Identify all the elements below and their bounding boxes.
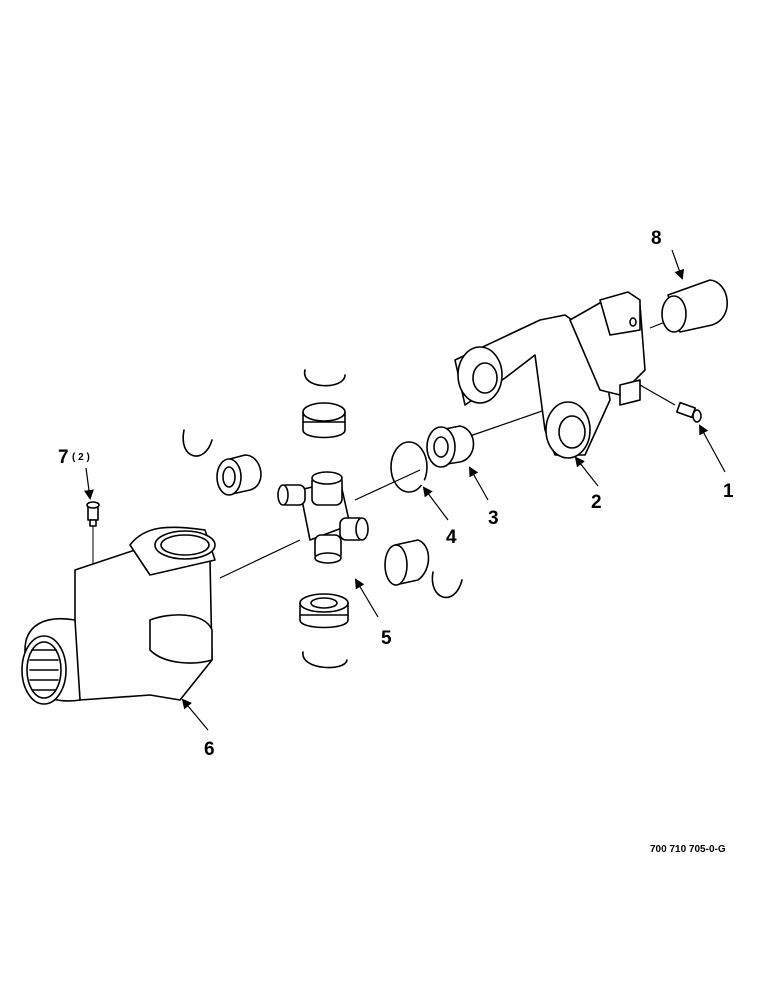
callout-3: 3	[488, 508, 499, 529]
bearing-seal-3	[426, 425, 475, 468]
grease-fitting-7	[86, 501, 100, 527]
splined-yoke	[21, 526, 216, 705]
cross-bearing-kit	[182, 369, 463, 669]
leader-arrows	[83, 249, 726, 731]
callout-4: 4	[446, 527, 457, 548]
document-number: 700 710 705-0-G	[650, 844, 726, 855]
callout-7: 7	[58, 447, 69, 468]
callout-7-quantity: ( 2 )	[72, 452, 90, 463]
grease-fitting-1	[675, 401, 702, 423]
callout-2: 2	[591, 492, 602, 513]
callout-1: 1	[723, 481, 734, 502]
callout-5: 5	[381, 628, 392, 649]
callout-8: 8	[651, 228, 662, 249]
snap-ring-4	[390, 441, 428, 493]
yoke-2	[454, 291, 646, 459]
bushing-8	[661, 279, 729, 333]
callout-6: 6	[204, 739, 215, 760]
